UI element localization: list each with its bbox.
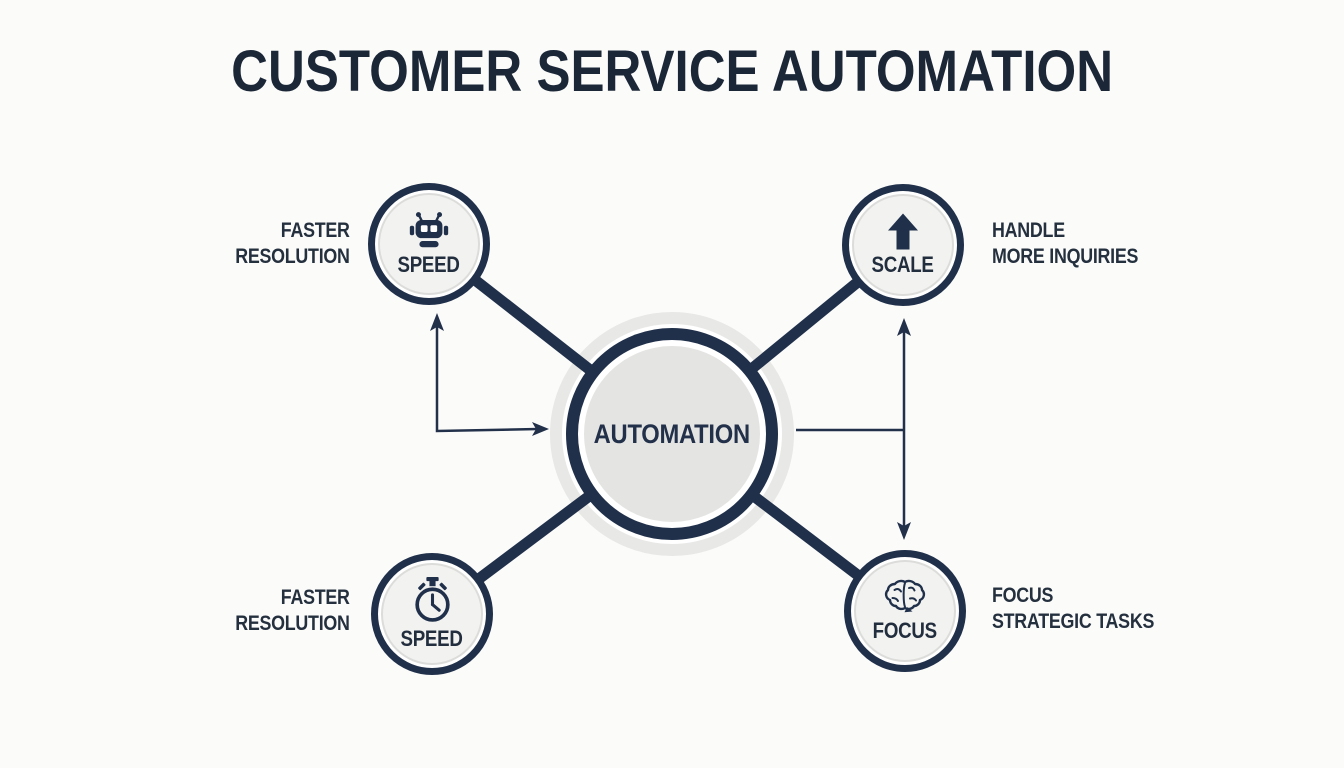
annotation-line: STRATEGIC TASKS	[992, 610, 1155, 634]
arrowhead-up-left	[430, 313, 444, 331]
page-title-wrap: CUSTOMER SERVICE AUTOMATION	[0, 38, 1344, 105]
annotation-handle-more-inquiries: HANDLE MORE INQUIRIES	[992, 218, 1138, 271]
arrow-up-icon	[887, 213, 919, 250]
annotation-line: FASTER	[281, 586, 350, 609]
annotation-line: FOCUS	[992, 584, 1054, 607]
node-speed-bottom: SPEED	[371, 553, 493, 675]
left-elbow-arrow	[435, 326, 539, 433]
node-scale: SCALE	[842, 184, 964, 306]
arrowhead-right-into-center	[532, 422, 549, 436]
center-node-fill: AUTOMATION	[584, 346, 760, 522]
annotation-line: HANDLE	[992, 219, 1065, 242]
left-elbow-line	[435, 326, 539, 433]
node-label-speed-bottom: SPEED	[400, 625, 464, 651]
arrowhead-up-right	[897, 318, 911, 336]
center-node: AUTOMATION	[566, 328, 778, 540]
annotation-line: MORE INQUIRIES	[992, 245, 1139, 269]
node-label-focus: FOCUS	[872, 618, 938, 643]
node-label-scale: SCALE	[871, 251, 935, 277]
annotation-faster-resolution-top: FASTER RESOLUTION	[235, 218, 351, 271]
annotation-line: RESOLUTION	[235, 612, 351, 636]
node-label-speed-top: SPEED	[397, 251, 461, 277]
node-speed-top: SPEED	[368, 183, 490, 305]
node-focus: FOCUS	[844, 550, 966, 672]
annotation-faster-resolution-bottom: FASTER RESOLUTION	[235, 585, 351, 638]
right-arrow-lines	[796, 330, 906, 528]
annotation-focus-strategic-tasks: FOCUS STRATEGIC TASKS	[992, 583, 1154, 636]
annotation-line: FASTER	[281, 219, 350, 242]
page-title: CUSTOMER SERVICE AUTOMATION	[231, 39, 1113, 104]
stopwatch-icon	[412, 576, 453, 624]
center-node-label: AUTOMATION	[593, 418, 751, 449]
robot-icon	[406, 211, 452, 250]
annotation-line: RESOLUTION	[235, 245, 351, 269]
brain-icon	[882, 578, 928, 616]
arrowhead-down-right	[897, 522, 911, 540]
